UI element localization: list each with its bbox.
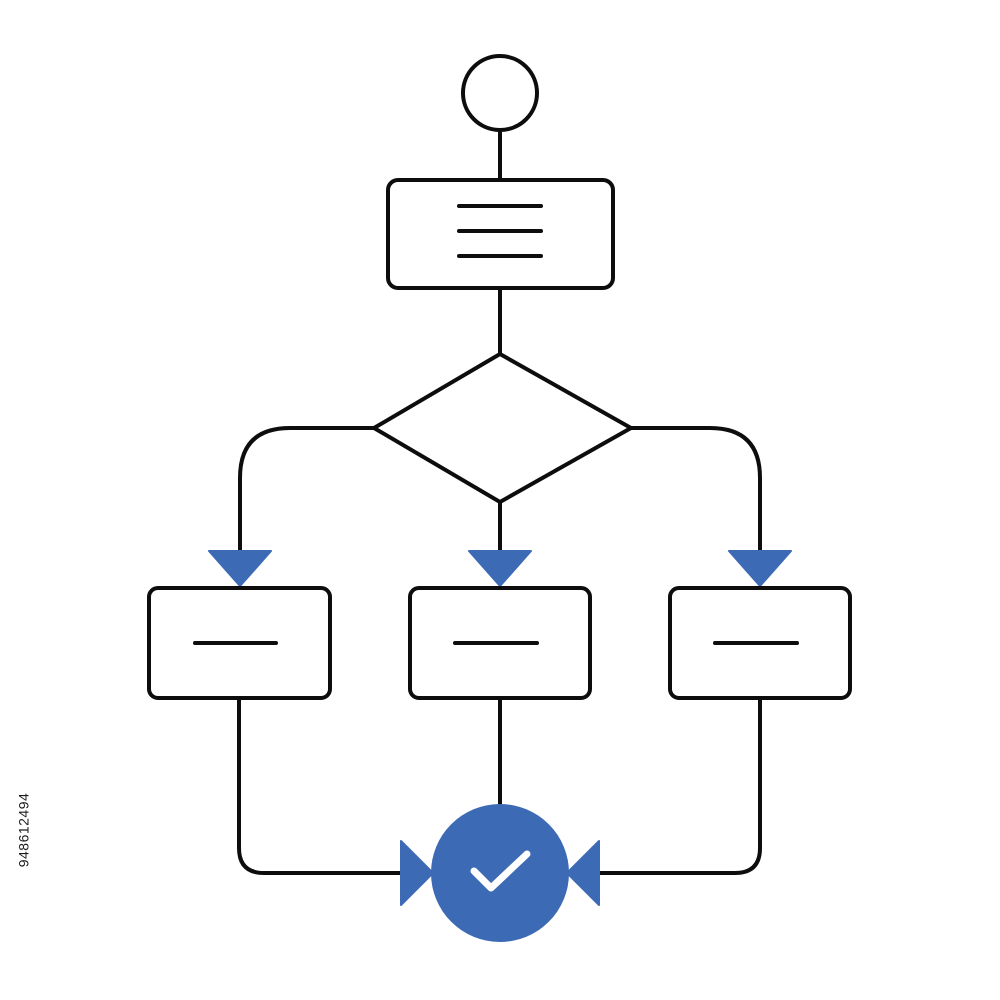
branch-box-right-icon bbox=[668, 586, 852, 700]
arrow-down-left-icon bbox=[208, 550, 272, 587]
image-id-text: 948612494 bbox=[15, 792, 32, 868]
arrow-left-icon bbox=[566, 840, 600, 906]
checkmark-circle-icon bbox=[431, 804, 569, 942]
start-circle-icon bbox=[461, 54, 539, 132]
connector-left-to-end bbox=[237, 696, 407, 875]
arrow-down-right-icon bbox=[728, 550, 792, 587]
connector-decision-to-right bbox=[629, 426, 762, 555]
branch-box-left-icon bbox=[147, 586, 332, 700]
decision-diamond-icon bbox=[372, 352, 633, 504]
image-id-label: 948612494 bbox=[8, 760, 38, 900]
branch-box-center-icon bbox=[408, 586, 592, 700]
arrow-down-center-icon bbox=[468, 550, 532, 587]
connector-decision-to-left bbox=[238, 426, 376, 555]
connector-right-to-end bbox=[593, 696, 762, 875]
process-box-icon bbox=[386, 178, 615, 290]
arrow-right-icon bbox=[400, 840, 434, 906]
